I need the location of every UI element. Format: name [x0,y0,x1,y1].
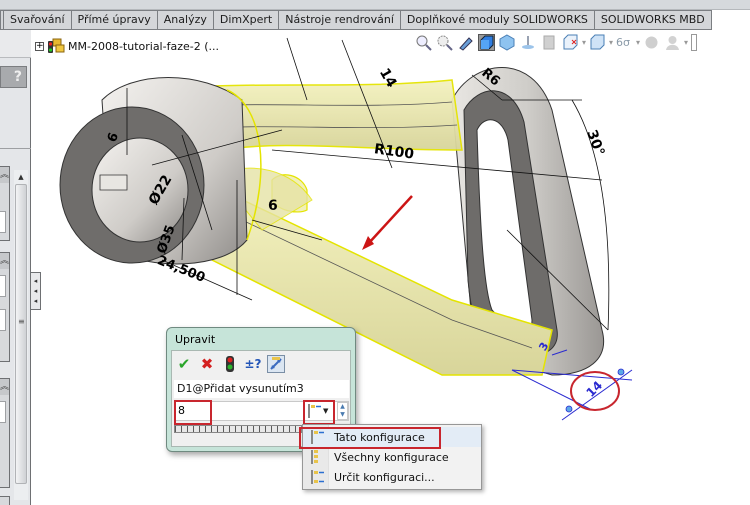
realview-icon[interactable] [664,34,681,51]
zoom-to-fit-icon[interactable] [415,34,432,51]
feature-tree-root[interactable]: + MM-2008-tutorial-faze-2 (... [35,38,219,54]
menu-item-all-configurations[interactable]: Všechny konfigurace [303,447,481,467]
panel-collapse-handle[interactable]: ◂◂◂ [31,272,41,310]
this-configuration-icon [309,429,325,445]
menu-item-label: Tato konfigurace [334,430,425,444]
menu-item-this-configuration[interactable]: Tato konfigurace [303,427,481,447]
graphics-area[interactable]: 6 14 R6 30° R100 Ø22 Ø35 6 24,500 3 14 +… [32,30,750,505]
previous-view-icon[interactable] [457,34,474,51]
reverse-sense-icon[interactable]: ±? [244,357,262,371]
dimension-name: D1@Přidat vysunutím3 [174,380,349,398]
ok-icon[interactable]: ✔ [177,355,191,373]
dialog-toolbar: ✔ ✖ ±? [175,355,285,373]
panel-divider [0,148,31,149]
tab-weldments[interactable]: Svařování [4,10,72,30]
tab-render-tools[interactable]: Nástroje rendrování [279,10,401,30]
apply-scene-icon[interactable] [643,34,660,51]
group-2-field-1[interactable] [0,275,6,297]
mark-for-drawing-icon[interactable] [267,355,285,373]
panel-header [0,30,31,58]
display-style-icon[interactable] [541,34,558,51]
rebuild-icon[interactable] [221,355,239,373]
section-view-icon[interactable] [478,34,495,51]
group-3-field-1[interactable] [0,401,6,423]
expand-icon[interactable]: + [35,40,44,51]
group-1-field[interactable] [0,211,6,233]
specify-configuration-icon [309,469,325,485]
cancel-icon[interactable]: ✖ [200,355,214,373]
chevron-double-up-icon[interactable]: ︽ [0,253,9,269]
menu-item-specify-configuration[interactable]: Určit konfiguraci... [303,467,481,487]
group-2-field-2[interactable] [0,309,6,331]
edit-appearance-icon[interactable] [589,34,606,51]
configuration-scope-icon[interactable] [306,403,322,419]
highlight-config-button [303,400,335,425]
group-box-3: ︽ [0,378,10,488]
tab-evaluate[interactable]: Analýzy [157,10,214,30]
dimension-handle [565,405,573,413]
hub-bore [91,137,189,243]
group-box-2: ︽ [0,252,10,362]
highlight-menu-item [299,427,441,449]
zoom-to-area-icon[interactable] [436,34,453,51]
tab-direct-editing[interactable]: Přímé úpravy [71,10,158,30]
highlight-circle [570,371,620,411]
part-model [59,37,633,421]
dimension-handle [617,368,625,376]
dynamic-annotation-view-icon[interactable] [499,34,516,51]
dimension-value-input[interactable]: 8 [174,401,349,421]
view-orientation-icon[interactable] [520,34,537,51]
keyway [99,174,128,191]
thumbwheel[interactable] [174,425,302,433]
help-button[interactable]: ? [0,66,27,88]
dimension-6-mid[interactable]: 6 [268,198,278,214]
group-box-4 [0,496,10,505]
dialog-title: Upravit [175,333,216,346]
highlight-value-box [174,400,212,425]
tab-overflow[interactable] [0,10,4,30]
hide-show-items-icon[interactable] [562,34,579,51]
command-manager-tabs: Svařování Přímé úpravy Analýzy DimXpert … [0,10,712,30]
scrollbar-thumb[interactable]: ≡ [15,184,27,484]
menu-item-label: Určit konfiguraci... [334,470,435,484]
red-arrow [362,195,413,250]
value-spinner[interactable]: ▲▼ [337,402,348,420]
dimension-lines [126,37,610,331]
tab-solidworks-mbd[interactable]: SOLIDWORKS MBD [594,10,712,30]
chevron-double-up-icon[interactable]: ︽ [0,379,9,395]
part-name: MM-2008-tutorial-faze-2 (... [68,39,219,53]
tab-solidworks-addins[interactable]: Doplňkové moduly SOLIDWORKS [400,10,595,30]
group-box-1: ︽ [0,166,10,241]
tab-dimxpert[interactable]: DimXpert [213,10,280,30]
part-icon [47,38,65,54]
property-manager-panel: ? ︽ ︽ ︽ ▲ ≡ [0,30,31,505]
heads-up-view-toolbar: ▾ ▾ 6σ ▾ ▾ [415,34,698,51]
panel-scrollbar[interactable]: ▲ ≡ [14,170,28,500]
top-ribbon-strip [0,0,750,10]
menu-item-label: Všechny konfigurace [334,450,449,464]
grip-icon: ≡ [18,317,25,326]
view-settings-icon[interactable]: 6σ [616,36,631,49]
chevron-double-up-icon[interactable]: ︽ [0,167,9,183]
dialog-body: ✔ ✖ ±? D1@Přidat vysunutím3 8 ▼ ▲▼ [171,350,351,447]
configuration-menu: Tato konfigurace Všechny konfigurace Urč… [302,424,482,490]
configuration-dropdown-arrow[interactable]: ▼ [323,407,329,415]
overflow-icon[interactable] [691,34,698,51]
all-configurations-icon [309,449,325,465]
triangle-up-icon[interactable]: ▲ [18,173,24,181]
